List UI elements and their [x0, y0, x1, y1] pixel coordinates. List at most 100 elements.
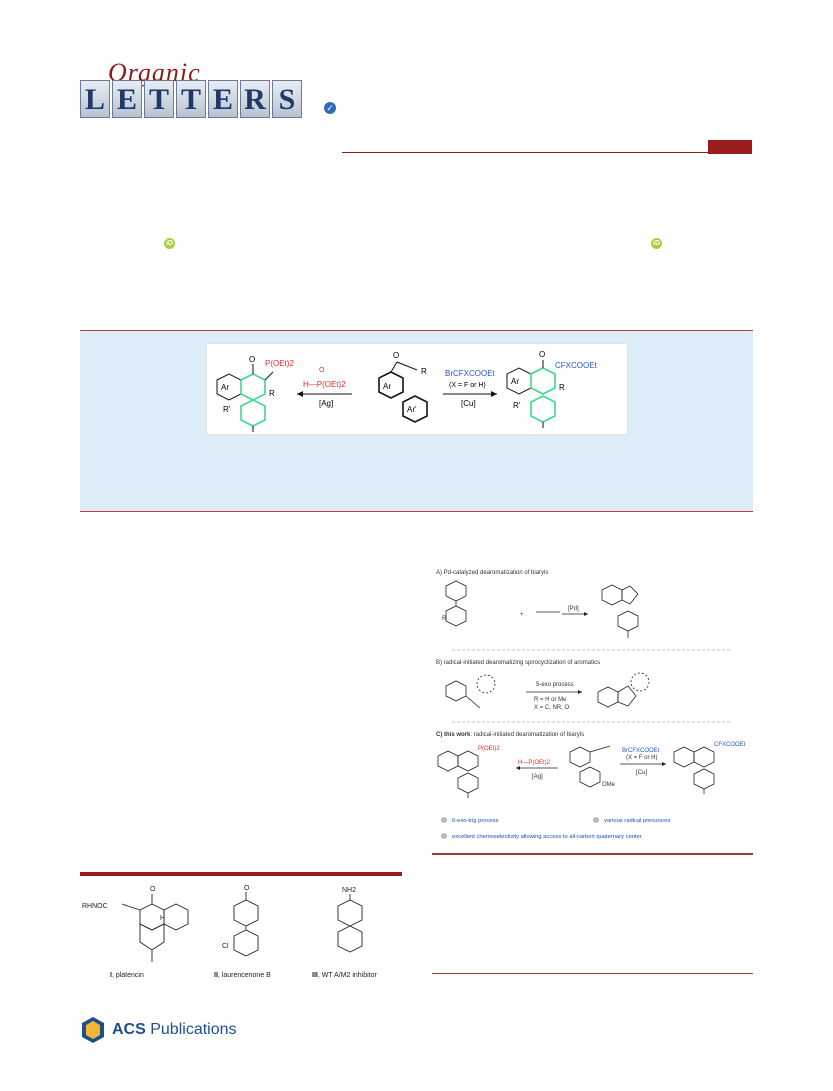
bullet-icon	[441, 833, 447, 839]
toc-ar-prime-start: Ar'	[407, 405, 417, 414]
scheme-bottom-rule	[432, 853, 753, 855]
abstract-box: Ar O P(OEt)2 R R' O H—P(OEt)2 [Ag] Ar Ar…	[80, 330, 753, 512]
bullet-icon	[593, 817, 599, 823]
toc-o-left: O	[249, 355, 255, 364]
toc-r-prime-right: R'	[513, 401, 521, 410]
section-c-right-condition: (X = F or H)	[626, 755, 658, 761]
toc-o-start: O	[393, 351, 399, 360]
section-c-left-product	[437, 750, 479, 798]
toc-right-catalyst: [Cu]	[461, 399, 476, 408]
compound-3-substituent: NH2	[342, 887, 356, 894]
compound-1-o: O	[150, 886, 156, 893]
section-c-left-group: P(OEt)2	[478, 746, 500, 752]
left-product-structure	[216, 364, 274, 432]
toc-left-catalyst: [Ag]	[319, 399, 333, 408]
figure-1: RHNOC H O I, platencin O Cl II, laurence…	[80, 880, 402, 980]
toc-r-prime-left: R'	[223, 405, 231, 414]
logo-letter-tile: T	[176, 80, 206, 118]
section-c-bold: C) this work	[436, 732, 471, 738]
toc-right-arrowhead	[491, 391, 497, 397]
right-column-rule	[432, 973, 753, 974]
compound-2-name: , laurencenone B	[218, 972, 271, 979]
toc-right-reagent: BrCFXCOOEt	[445, 369, 496, 378]
section-a-r: R	[442, 616, 447, 622]
section-c-right-group: CFXCOOEt	[714, 742, 746, 748]
compound-3-label: III, WT A/M2 inhibitor	[312, 972, 378, 979]
orcid-icon[interactable]: iD	[164, 238, 175, 249]
section-b-cond2: X = C, NR, O	[534, 705, 570, 711]
bullet-2: various radical precursors	[604, 818, 670, 824]
toc-right-condition: (X = F or H)	[449, 382, 486, 389]
acs-text-bold: ACS	[112, 1021, 146, 1038]
toc-ar-start: Ar	[383, 382, 391, 391]
logo-letter-tile: S	[272, 80, 302, 118]
orcid-icon[interactable]: iD	[651, 238, 662, 249]
acs-logo-icon	[82, 1017, 104, 1043]
figure-1-top-rule	[80, 872, 402, 876]
section-c-right-catalyst: [Cu]	[636, 770, 647, 776]
bullet-1: 6-exo-trig process	[452, 818, 498, 824]
scheme-section-a: A) Pd-catalyzed dearomatization of biary…	[436, 570, 548, 576]
header-tab	[708, 140, 752, 154]
toc-right-group: CFXCOOEt	[555, 361, 598, 370]
toc-o-right: O	[539, 350, 545, 359]
section-b-substrate	[445, 674, 496, 709]
toc-r-start: R	[421, 367, 427, 376]
toc-r-left: R	[269, 389, 275, 398]
section-b-product	[597, 672, 650, 708]
section-a-catalyst: [Pd]	[568, 606, 579, 612]
figure-1-svg: RHNOC H O I, platencin O Cl II, laurence…	[82, 885, 378, 979]
section-c-ome: OMe	[602, 782, 616, 788]
bullet-icon	[441, 817, 447, 823]
scheme-1: A) Pd-catalyzed dearomatization of biary…	[432, 566, 753, 854]
compound-1-h: H	[160, 915, 165, 922]
logo-letter-tile: E	[112, 80, 142, 118]
section-a-arrowhead	[584, 612, 588, 616]
compound-3-roman: III	[312, 972, 318, 979]
scheme-section-b: B) radical-initiated dearomatizing spiro…	[436, 660, 600, 666]
compound-1-substituent: RHNOC	[82, 903, 108, 910]
compound-2-substituent: Cl	[222, 943, 229, 950]
section-c-right-arrowhead	[662, 762, 666, 766]
scheme-1-svg: A) Pd-catalyzed dearomatization of biary…	[436, 570, 746, 840]
header-rule	[342, 152, 752, 153]
acs-publications-text: ACS Publications	[112, 1021, 237, 1039]
compound-1-label: I, platencin	[110, 972, 144, 979]
toc-left-group: P(OEt)2	[265, 359, 294, 368]
section-b-arrowhead	[578, 690, 582, 694]
toc-left-reagent: H—P(OEt)2	[303, 380, 346, 389]
toc-ar-right: Ar	[511, 377, 519, 386]
section-c-right-reagent: BrCFXCOOEt	[622, 748, 660, 754]
logo-letter-tile: R	[240, 80, 270, 118]
section-a-plus: +	[520, 612, 524, 618]
journal-masthead: Organic L E T T E R S ✓	[80, 58, 760, 154]
section-c-rest: : radical-initiated dearomatization of b…	[470, 732, 584, 738]
logo-letter-tile: E	[208, 80, 238, 118]
toc-r-right: R	[559, 383, 565, 392]
compound-2-roman: II	[214, 972, 218, 979]
acs-text-rest: Publications	[150, 1021, 237, 1038]
compound-1-name: , platencin	[112, 972, 144, 979]
toc-graphic: Ar O P(OEt)2 R R' O H—P(OEt)2 [Ag] Ar Ar…	[206, 343, 628, 435]
scheme-section-c: C) this work: radical-initiated dearomat…	[436, 732, 584, 738]
section-b-cond1: R = H or Me	[534, 697, 567, 703]
toc-left-arrowhead	[297, 391, 303, 397]
compound-2-label: II, laurencenone B	[214, 972, 271, 979]
section-b-process: 5-exo process	[536, 682, 574, 688]
toc-left-reagent-o: O	[319, 367, 325, 374]
compound-2-structure	[233, 892, 259, 957]
section-a-product	[601, 584, 639, 638]
checkmark-icon: ✓	[324, 102, 336, 114]
acs-publications-logo[interactable]: ACS Publications	[80, 1010, 237, 1050]
section-a-biaryl	[445, 580, 467, 627]
bullet-3: excellent chemoselectivity allowing acce…	[452, 834, 642, 840]
compound-1-roman: I	[110, 972, 112, 979]
compound-1-structure	[121, 894, 189, 962]
section-c-right-product	[673, 746, 715, 794]
section-c-left-reagent: H—P(OEt)2	[518, 760, 551, 766]
right-product-structure	[506, 360, 556, 428]
toc-ar-left: Ar	[221, 383, 229, 392]
section-c-left-arrowhead	[516, 766, 520, 770]
compound-3-structure	[337, 894, 363, 953]
journal-logo-letters: L E T T E R S	[80, 80, 302, 118]
